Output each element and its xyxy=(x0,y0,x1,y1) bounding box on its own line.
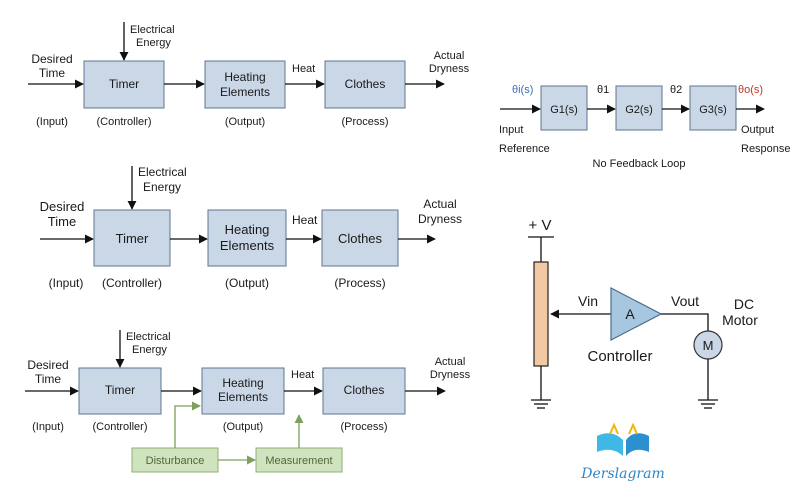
g3-block: G3(s) xyxy=(689,85,737,131)
timer-label: Timer xyxy=(105,383,135,397)
no-feedback-caption: No Feedback Loop xyxy=(593,158,686,170)
energy-label-top: Electrical xyxy=(138,165,187,179)
output-label-bottom: Dryness xyxy=(429,63,470,75)
clothes-block: Clothes xyxy=(324,60,406,109)
output-label-top: Actual xyxy=(434,50,465,62)
timer-caption: (Controller) xyxy=(96,116,151,128)
brand-logo: Derslagram xyxy=(580,422,665,482)
energy-label-bottom: Energy xyxy=(132,344,167,356)
heating-caption: (Output) xyxy=(225,276,269,290)
energy-label-bottom: Energy xyxy=(143,180,181,194)
book-icon xyxy=(597,422,649,456)
heating-label-bottom: Elements xyxy=(218,390,268,404)
disturbance-label: Disturbance xyxy=(146,455,205,467)
input-label-bottom: Time xyxy=(35,372,62,386)
clothes-caption: (Process) xyxy=(341,116,388,128)
clothes-label: Clothes xyxy=(345,77,386,91)
timer-caption: (Controller) xyxy=(92,421,147,433)
heating-label-bottom: Elements xyxy=(220,85,270,99)
output-label-top: Actual xyxy=(435,356,466,368)
timer-block: Timer xyxy=(78,367,162,415)
clothes-caption: (Process) xyxy=(340,421,387,433)
timer-block: Timer xyxy=(93,209,171,267)
heat-label: Heat xyxy=(291,369,314,381)
input-caption: (Input) xyxy=(36,116,68,128)
g1-block: G1(s) xyxy=(540,85,588,131)
brand-name: Derslagram xyxy=(580,466,665,482)
input-signal-label: θi(s) xyxy=(512,84,533,96)
input-label-bottom: Time xyxy=(48,214,76,229)
input-label-top: Desired xyxy=(40,199,85,214)
clothes-block: Clothes xyxy=(321,209,399,267)
energy-label-top: Electrical xyxy=(130,24,175,36)
theta2-label: θ2 xyxy=(670,84,682,96)
heat-label: Heat xyxy=(292,63,315,75)
input-label-bottom: Time xyxy=(39,66,66,80)
output-label-top: Actual xyxy=(423,197,456,211)
heat-label: Heat xyxy=(292,213,318,227)
open-loop-diagram-1: Desired Time (Input) Electrical Energy T… xyxy=(28,22,470,128)
motor-symbol: M xyxy=(703,338,714,353)
motor-label-bottom: Motor xyxy=(722,312,758,328)
ground-icon xyxy=(698,399,718,409)
input-caption: (Input) xyxy=(32,421,64,433)
potentiometer xyxy=(533,261,549,367)
timer-caption: (Controller) xyxy=(102,276,162,290)
g2-label: G2(s) xyxy=(625,104,653,116)
heating-label-top: Heating xyxy=(222,376,263,390)
clothes-block: Clothes xyxy=(322,367,406,415)
energy-label-bottom: Energy xyxy=(136,37,171,49)
timer-label: Timer xyxy=(116,231,149,246)
heating-caption: (Output) xyxy=(225,116,265,128)
heating-block: Heating Elements xyxy=(201,367,285,415)
heating-label-bottom: Elements xyxy=(220,238,275,253)
g2-block: G2(s) xyxy=(615,85,663,131)
feedback-diagram-3: Desired Time (Input) Electrical Energy T… xyxy=(25,330,471,473)
input-reference-bottom: Reference xyxy=(499,143,550,155)
energy-label-top: Electrical xyxy=(126,331,171,343)
motor-control-circuit: + V Vin A Controller Vout DC Motor M xyxy=(528,217,758,409)
ground-icon xyxy=(531,399,551,409)
transfer-function-diagram: θi(s) G1(s) θ1 G2(s) θ2 G3(s) θo(s) Inpu… xyxy=(499,84,791,170)
output-response-top: Output xyxy=(741,124,774,136)
heating-block: Heating Elements xyxy=(204,60,286,109)
heating-block: Heating Elements xyxy=(207,209,287,267)
input-reference-top: Input xyxy=(499,124,523,136)
output-wire xyxy=(661,313,709,331)
motor-label-top: DC xyxy=(734,296,754,312)
disturbance-to-heating-arrow xyxy=(174,401,201,448)
input-label-top: Desired xyxy=(31,52,72,66)
output-label-bottom: Dryness xyxy=(418,212,462,226)
output-label-bottom: Dryness xyxy=(430,369,471,381)
amplifier-label: A xyxy=(625,306,635,322)
output-response-bottom: Response xyxy=(741,143,791,155)
g3-label: G3(s) xyxy=(699,104,727,116)
heating-label-top: Heating xyxy=(224,70,265,84)
timer-label: Timer xyxy=(109,77,139,91)
input-label-top: Desired xyxy=(27,358,68,372)
clothes-label: Clothes xyxy=(344,383,385,397)
supply-voltage-label: + V xyxy=(529,217,552,234)
timer-block: Timer xyxy=(83,60,165,109)
clothes-caption: (Process) xyxy=(334,276,385,290)
g1-label: G1(s) xyxy=(550,104,578,116)
output-signal-label: θo(s) xyxy=(738,84,763,96)
vin-label: Vin xyxy=(578,293,598,309)
heating-caption: (Output) xyxy=(223,421,263,433)
open-loop-diagram-2: Desired Time (Input) Electrical Energy T… xyxy=(40,165,462,290)
measurement-label: Measurement xyxy=(265,455,332,467)
vout-label: Vout xyxy=(671,293,699,309)
clothes-label: Clothes xyxy=(338,231,383,246)
heating-label-top: Heating xyxy=(225,222,270,237)
input-caption: (Input) xyxy=(49,276,84,290)
theta1-label: θ1 xyxy=(597,84,609,96)
controller-label: Controller xyxy=(587,348,652,365)
measurement-block xyxy=(255,447,343,473)
amplifier-triangle xyxy=(610,287,663,341)
